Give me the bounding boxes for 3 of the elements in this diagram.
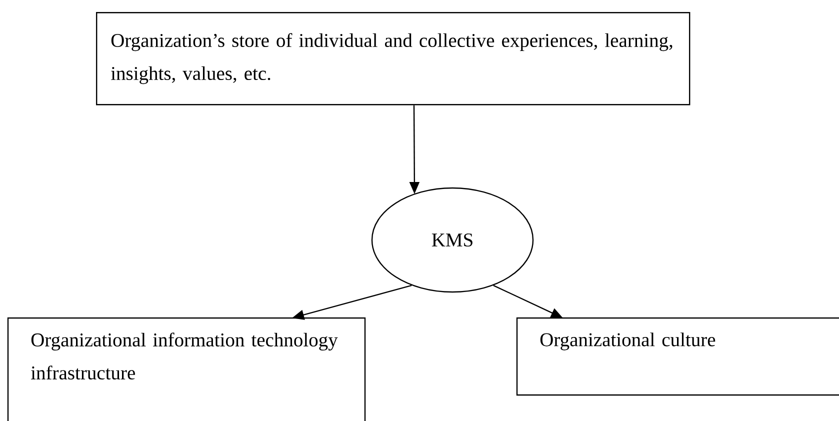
process-box: Organization’s store of individual and collective experiences, learning, insights, values, etc.	[96, 12, 690, 106]
process-box: Organizational information technology infrastructure	[7, 317, 366, 421]
process-box: Organizational culture	[516, 317, 839, 396]
